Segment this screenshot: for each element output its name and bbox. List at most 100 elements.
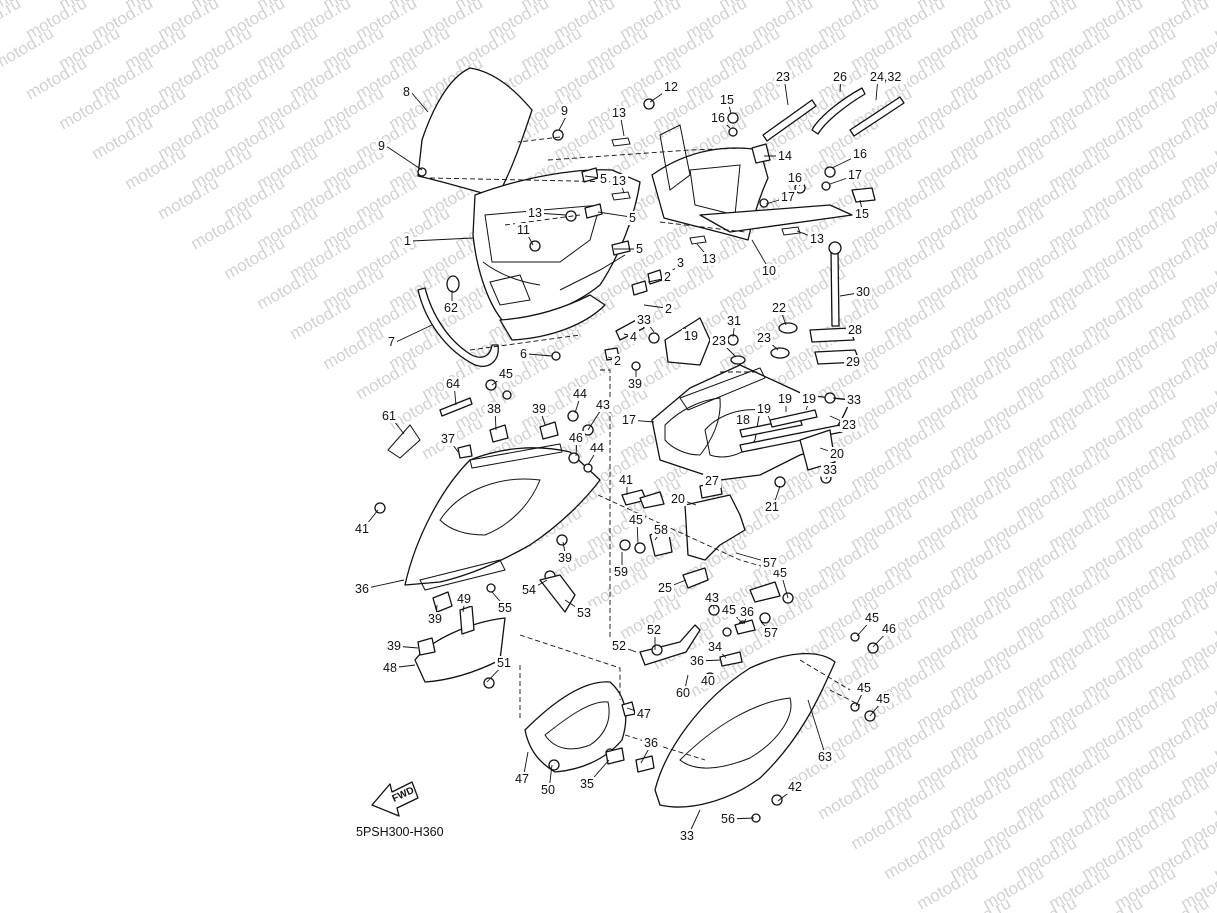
callout-background (719, 812, 737, 826)
leader-line (410, 91, 429, 113)
part-callout-19: 19 (802, 392, 816, 406)
part-callout-45: 45 (629, 513, 643, 527)
callout-background (840, 418, 858, 432)
part-callout-24-32: 24,32 (870, 70, 901, 84)
watermark: motod.ru (155, 173, 223, 223)
part-callout-53: 53 (577, 606, 591, 620)
part-callout-5: 5 (636, 242, 643, 256)
part-callout-33: 33 (823, 463, 837, 477)
callout-background (678, 829, 696, 843)
part-callout-29: 29 (846, 355, 860, 369)
leader-line (807, 699, 827, 758)
callout-background (656, 581, 674, 595)
watermark: motod.ru (815, 773, 883, 823)
part-callout-22: 22 (772, 301, 786, 315)
callout-background (831, 70, 849, 84)
callout-background (571, 387, 589, 401)
callout-background (402, 234, 413, 248)
part-callout-36: 36 (690, 654, 704, 668)
watermark: motod.ru (914, 863, 982, 913)
part-callout-19: 19 (757, 402, 771, 416)
part-callout-31: 31 (727, 314, 741, 328)
callout-background (699, 674, 717, 688)
callout-background (626, 377, 644, 391)
watermark: motod.ru (0, 0, 24, 43)
callout-background (718, 93, 736, 107)
part-callout-44: 44 (590, 441, 604, 455)
watermark: motod.ru (848, 803, 916, 853)
callout-background (779, 190, 797, 204)
part-callout-61: 61 (382, 409, 396, 423)
part-callout-62: 62 (444, 301, 458, 315)
part-callout-13: 13 (612, 174, 626, 188)
part-callout-45: 45 (722, 603, 736, 617)
watermark: motod.ru (23, 53, 91, 103)
callout-background (703, 591, 721, 605)
callout-labels: 1222345556789910111213131313131415151616… (353, 70, 907, 843)
callout-background (518, 347, 529, 361)
left-side-cowling (404, 447, 601, 586)
watermark: motod.ru (881, 833, 949, 883)
parts-drawing (374, 67, 905, 823)
callout-background (353, 522, 371, 536)
part-callout-30: 30 (856, 285, 870, 299)
callout-background (385, 639, 403, 653)
part-callout-20: 20 (830, 447, 844, 461)
part-callout-6: 6 (520, 347, 527, 361)
watermark: motod.ru (287, 293, 355, 343)
part-callout-63: 63 (818, 750, 832, 764)
part-callout-41: 41 (619, 473, 633, 487)
part-callout-2: 2 (614, 354, 621, 368)
callout-background (854, 285, 872, 299)
part-callout-19: 19 (778, 392, 792, 406)
leader-line (395, 324, 433, 343)
callout-background (598, 172, 609, 186)
part-callout-23: 23 (712, 334, 726, 348)
part-callout-16: 16 (853, 147, 867, 161)
windscreen (417, 67, 533, 198)
part-callout-36: 36 (355, 582, 369, 596)
callout-background (635, 313, 653, 327)
right-side-cowling (654, 653, 836, 808)
part-callout-48: 48 (383, 661, 397, 675)
callout-background (376, 139, 387, 153)
part-callout-43: 43 (705, 591, 719, 605)
callout-background (845, 393, 863, 407)
part-callout-8: 8 (403, 85, 410, 99)
part-callout-23: 23 (842, 418, 856, 432)
part-callout-11: 11 (517, 223, 530, 237)
callout-background (628, 330, 639, 344)
diagram-code: 5PSH300-H360 (356, 825, 444, 839)
part-callout-58: 58 (654, 523, 668, 537)
windscreen-trim (417, 287, 499, 367)
part-callout-3: 3 (677, 256, 684, 270)
inner-panel-left (414, 617, 506, 683)
callout-background (442, 301, 460, 315)
callout-background (738, 605, 756, 619)
part-callout-52: 52 (647, 623, 661, 637)
part-callout-57: 57 (763, 556, 777, 570)
part-callout-14: 14 (778, 149, 792, 163)
part-callout-33: 33 (847, 393, 861, 407)
callout-background (682, 329, 700, 343)
callout-background (612, 354, 623, 368)
callout-background (635, 707, 653, 721)
callout-background (706, 640, 724, 654)
part-callout-23: 23 (757, 331, 771, 345)
callout-background (821, 463, 839, 477)
part-callout-55: 55 (498, 601, 512, 615)
callout-background (530, 402, 548, 416)
part-callout-45: 45 (857, 681, 871, 695)
watermark: motod.ru (353, 353, 421, 403)
part-callout-37: 37 (441, 432, 455, 446)
callout-background (620, 413, 638, 427)
part-callout-2: 2 (665, 302, 672, 316)
part-callout-13: 13 (810, 232, 824, 246)
watermark: motod.ru (122, 143, 190, 193)
part-callout-38: 38 (487, 402, 501, 416)
callout-background (610, 639, 628, 653)
part-callout-43: 43 (596, 398, 610, 412)
part-callout-23: 23 (776, 70, 790, 84)
callout-background (868, 70, 907, 84)
